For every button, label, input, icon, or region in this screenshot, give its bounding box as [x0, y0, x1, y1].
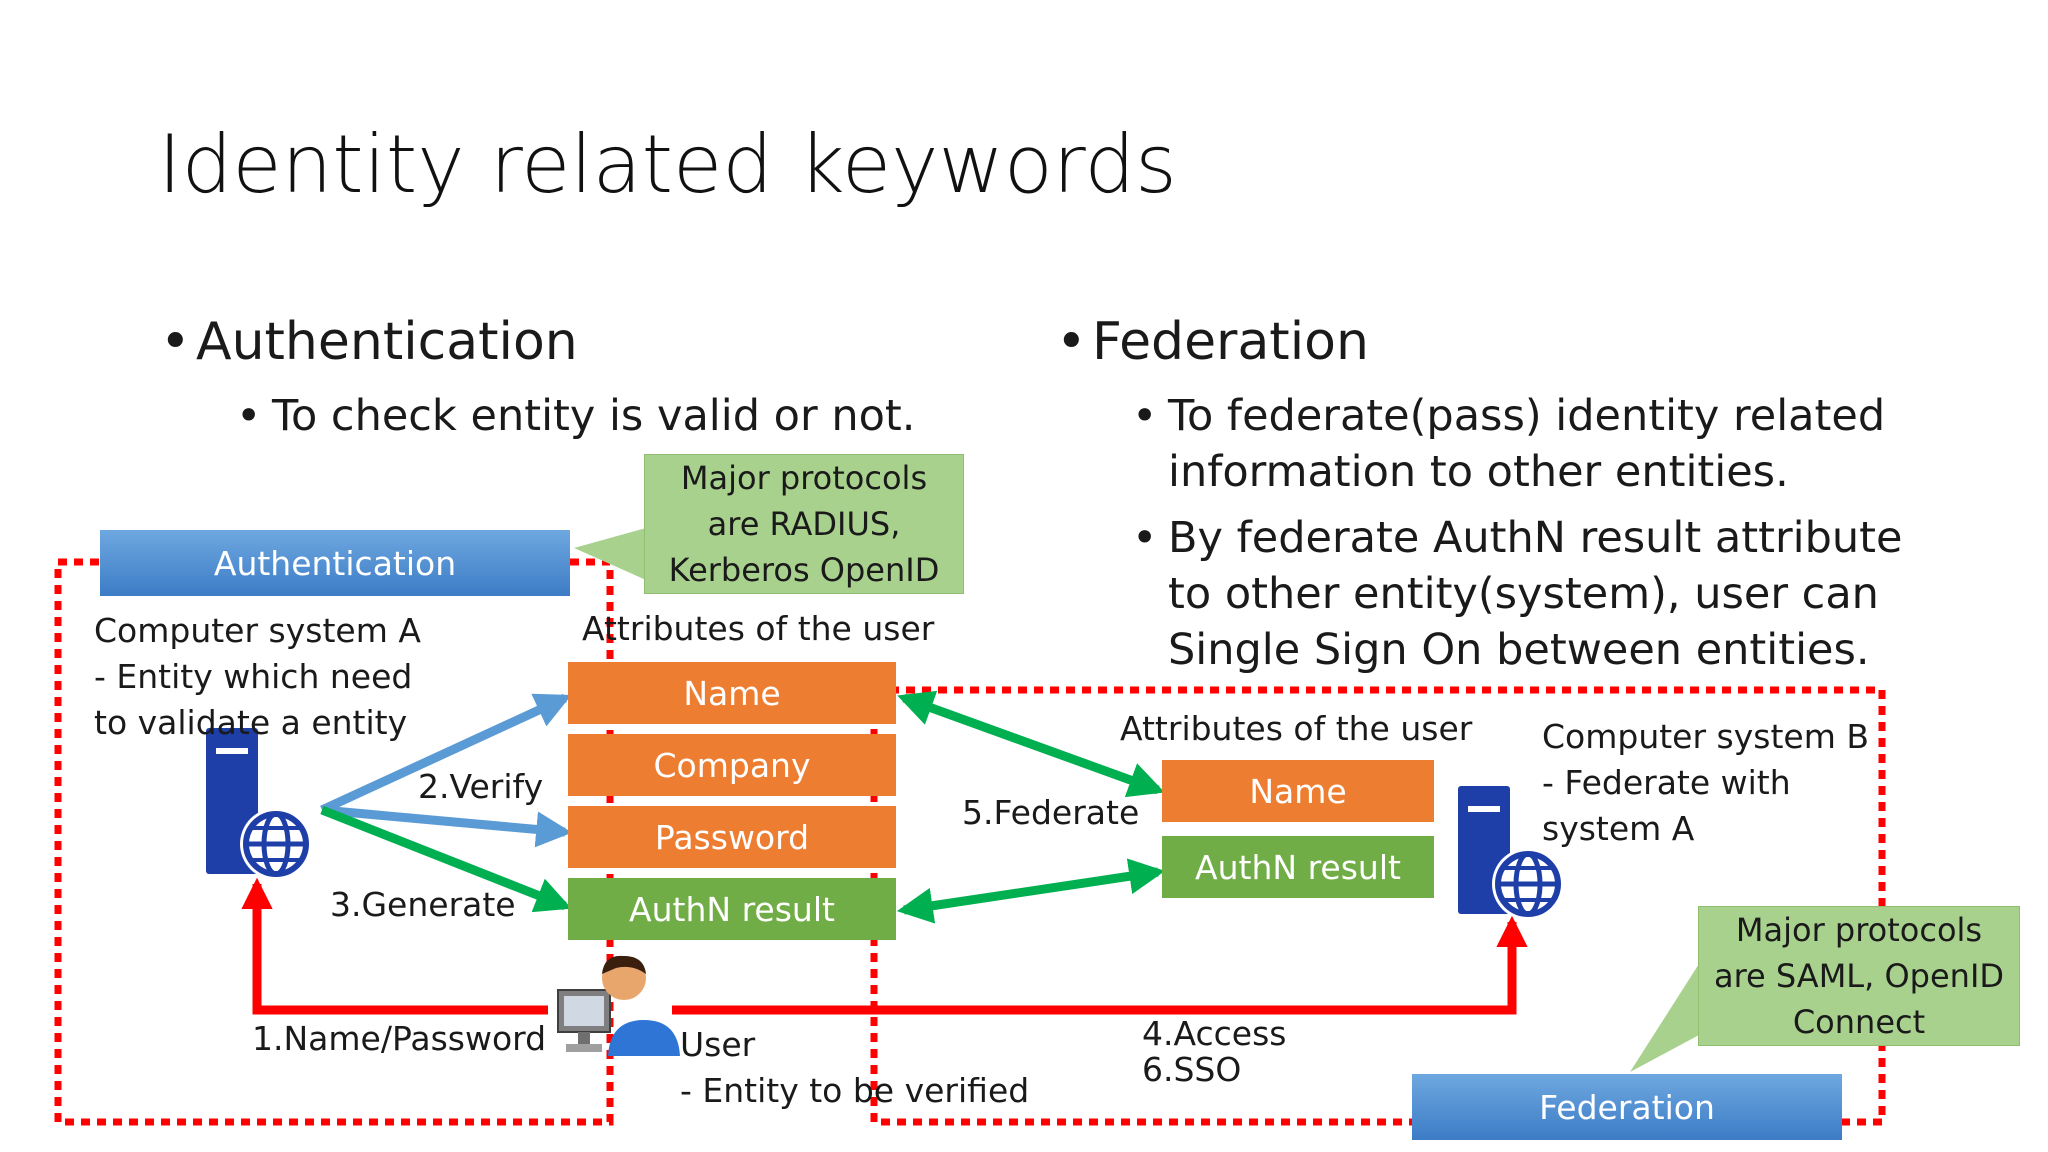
- callout-auth-line: are RADIUS,: [707, 505, 901, 543]
- attr-authn-result-right: AuthN result: [1162, 836, 1434, 898]
- bullet-authentication-label: Authentication: [196, 312, 578, 372]
- attr-name-left: Name: [568, 662, 896, 724]
- bullet-federation-label: Federation: [1092, 312, 1369, 372]
- bullet-authentication: • Authentication: [160, 312, 578, 372]
- system-b-description: Computer system B - Federate with system…: [1542, 714, 1869, 852]
- attr-company-left: Company: [568, 734, 896, 796]
- bullet-dot: •: [1056, 312, 1087, 372]
- bullet-fed-sub-2-line: to other entity(system), user can: [1168, 569, 1879, 619]
- system-b-line: Computer system B: [1542, 717, 1869, 756]
- step-access-sso-label: 4.Access 6.SSO: [1142, 1016, 1286, 1088]
- step-verify-label: 2.Verify: [418, 767, 544, 806]
- user-at-computer-icon: [557, 955, 680, 1056]
- step-federate-label: 5.Federate: [962, 793, 1140, 832]
- attributes-label-left: Attributes of the user: [582, 609, 935, 648]
- server-globe-icon: [1458, 786, 1564, 920]
- callout-fed-line: Major protocols: [1735, 911, 1983, 949]
- bullet-fed-sub-1: • To federate(pass) identity related inf…: [1132, 388, 1886, 500]
- verify-arrow-name: [320, 693, 572, 815]
- attr-password-left: Password: [568, 806, 896, 868]
- user-line: - Entity to be verified: [680, 1071, 1030, 1110]
- bullet-fed-sub-1-line: To federate(pass) identity related: [1168, 391, 1886, 441]
- callout-auth-line: Major protocols: [680, 459, 928, 497]
- authentication-banner: Authentication: [100, 530, 570, 596]
- callout-auth-tail: [574, 528, 646, 580]
- step-name-password-label: 1.Name/Password: [252, 1019, 547, 1058]
- callout-auth-protocols: Major protocols are RADIUS, Kerberos Ope…: [644, 454, 964, 594]
- slide-title: Identity related keywords: [158, 118, 1177, 211]
- generate-arrow: [320, 805, 572, 913]
- bullet-fed-sub-2: • By federate AuthN result attribute to …: [1132, 510, 1903, 678]
- system-a-description: Computer system A - Entity which need to…: [94, 608, 421, 746]
- step-generate-label: 3.Generate: [330, 885, 516, 924]
- system-a-line: - Entity which need: [94, 657, 413, 696]
- attr-name-right: Name: [1162, 760, 1434, 822]
- bullet-dot: •: [236, 391, 262, 441]
- attr-authn-result-left: AuthN result: [568, 878, 896, 940]
- federate-arrow-name: [897, 690, 1165, 798]
- system-a-line: to validate a entity: [94, 703, 408, 742]
- name-password-arrow: [241, 877, 548, 1015]
- bullet-fed-sub-2-line: By federate AuthN result attribute: [1168, 513, 1903, 563]
- bullet-dot: •: [1132, 513, 1158, 563]
- bullet-dot: •: [1132, 391, 1158, 441]
- callout-fed-line: are SAML, OpenID: [1713, 957, 2005, 995]
- system-b-line: - Federate with: [1542, 763, 1791, 802]
- federate-arrow-authn: [896, 858, 1166, 924]
- step-access-label: 4.Access: [1142, 1014, 1287, 1053]
- bullet-dot: •: [160, 312, 191, 372]
- user-line: User: [680, 1025, 756, 1064]
- system-a-line: Computer system A: [94, 611, 421, 650]
- federation-banner: Federation: [1412, 1074, 1842, 1140]
- bullet-auth-sub-text: To check entity is valid or not.: [272, 391, 916, 441]
- bullet-federation: • Federation: [1056, 312, 1369, 372]
- step-sso-label: 6.SSO: [1142, 1050, 1242, 1089]
- server-globe-icon: [206, 728, 312, 880]
- callout-auth-line: Kerberos OpenID: [668, 551, 940, 589]
- attributes-label-right: Attributes of the user: [1120, 709, 1473, 748]
- user-description: User - Entity to be verified: [680, 1022, 1029, 1114]
- bullet-fed-sub-2-line: Single Sign On between entities.: [1168, 625, 1870, 675]
- access-arrow: [672, 915, 1528, 1015]
- callout-fed-protocols: Major protocols are SAML, OpenID Connect: [1698, 906, 2020, 1046]
- callout-fed-line: Connect: [1792, 1003, 1926, 1041]
- bullet-auth-sub: • To check entity is valid or not.: [236, 388, 916, 444]
- system-b-line: system A: [1542, 809, 1695, 848]
- verify-arrow-password: [321, 805, 573, 848]
- bullet-fed-sub-1-line: information to other entities.: [1168, 447, 1789, 497]
